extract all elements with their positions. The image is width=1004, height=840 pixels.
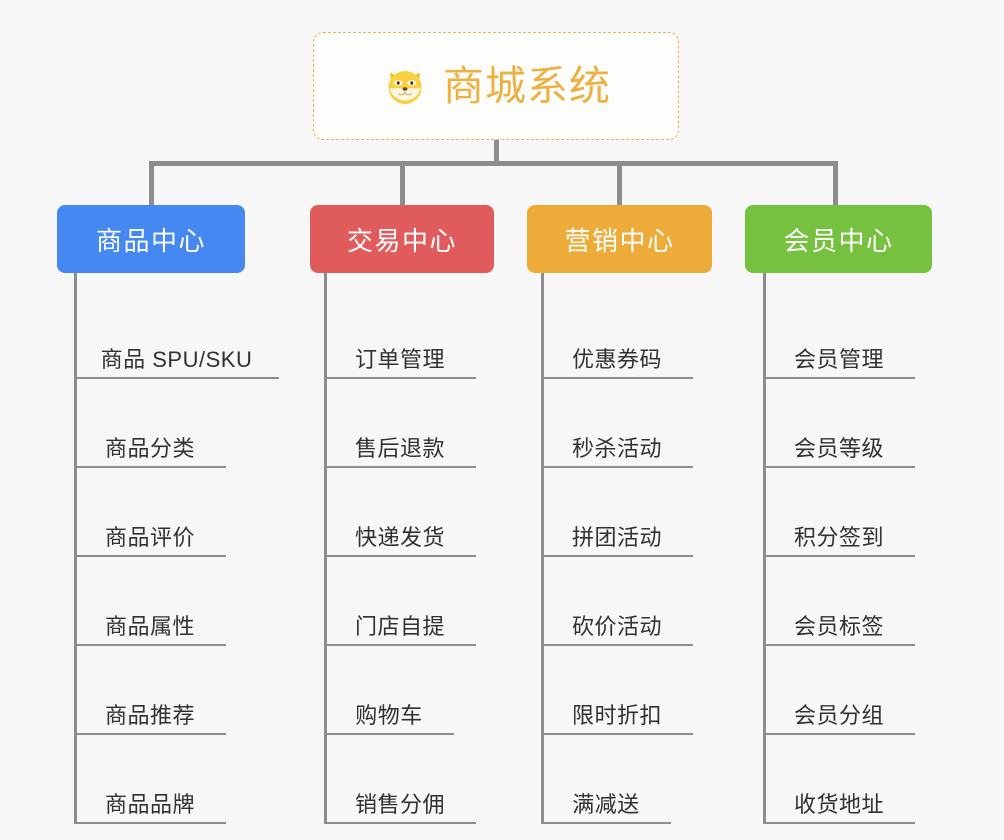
leaf-item[interactable]: 售后退款 bbox=[324, 420, 476, 468]
leaf-item-label: 购物车 bbox=[355, 703, 423, 728]
root-title: 商城系统 bbox=[443, 62, 611, 109]
leaf-item-label: 限时折扣 bbox=[571, 703, 662, 728]
leaf-item[interactable]: 商品 SPU/SKU bbox=[74, 331, 279, 379]
leaf-item[interactable]: 订单管理 bbox=[324, 331, 476, 379]
leaf-item-label: 快递发货 bbox=[354, 525, 445, 550]
branch-trunk-line-4 bbox=[763, 273, 766, 824]
leaf-item-label: 积分签到 bbox=[793, 525, 884, 550]
leaf-item-label: 拼团活动 bbox=[571, 525, 662, 550]
leaf-item-label: 秒杀活动 bbox=[571, 436, 662, 461]
leaf-item-label: 商品评价 bbox=[104, 525, 195, 550]
leaf-item[interactable]: 收货地址 bbox=[763, 776, 915, 824]
branch-trunk-line-2 bbox=[324, 273, 327, 824]
leaf-item-label: 满减送 bbox=[572, 792, 640, 817]
root-node[interactable]: 商城系统 bbox=[313, 32, 679, 140]
leaf-item-label: 商品属性 bbox=[104, 614, 195, 639]
leaf-item[interactable]: 购物车 bbox=[324, 687, 454, 735]
leaf-item[interactable]: 积分签到 bbox=[763, 509, 915, 557]
category-header-1[interactable]: 商品中心 bbox=[57, 205, 245, 273]
leaf-item-label: 优惠券码 bbox=[571, 347, 662, 372]
leaf-item[interactable]: 满减送 bbox=[541, 776, 671, 824]
branch-drop-line-4 bbox=[833, 161, 838, 207]
leaf-item-label: 订单管理 bbox=[354, 347, 445, 372]
root-stem-line bbox=[494, 140, 499, 164]
branch-drop-line-3 bbox=[617, 161, 622, 207]
branch-drop-line-2 bbox=[400, 161, 405, 207]
leaf-item[interactable]: 砍价活动 bbox=[541, 598, 693, 646]
leaf-item-label: 商品品牌 bbox=[104, 792, 195, 817]
leaf-item-label: 门店自提 bbox=[354, 614, 445, 639]
branch-drop-line-1 bbox=[149, 161, 154, 207]
branch-trunk-line-3 bbox=[541, 273, 544, 824]
leaf-item[interactable]: 销售分佣 bbox=[324, 776, 476, 824]
leaf-item[interactable]: 限时折扣 bbox=[541, 687, 693, 735]
branch-bus-line bbox=[149, 161, 838, 166]
leaf-item[interactable]: 会员分组 bbox=[763, 687, 915, 735]
category-header-2[interactable]: 交易中心 bbox=[310, 205, 494, 273]
leaf-item-label: 商品分类 bbox=[104, 436, 195, 461]
leaf-item[interactable]: 商品分类 bbox=[74, 420, 226, 468]
leaf-item[interactable]: 快递发货 bbox=[324, 509, 476, 557]
branch-trunk-line-1 bbox=[74, 273, 77, 824]
leaf-item[interactable]: 商品推荐 bbox=[74, 687, 226, 735]
leaf-item-label: 收货地址 bbox=[793, 792, 884, 817]
leaf-item-label: 会员分组 bbox=[793, 703, 884, 728]
leaf-item[interactable]: 会员等级 bbox=[763, 420, 915, 468]
category-header-3[interactable]: 营销中心 bbox=[527, 205, 712, 273]
leaf-item[interactable]: 会员标签 bbox=[763, 598, 915, 646]
leaf-item-label: 商品 SPU/SKU bbox=[100, 347, 253, 372]
leaf-item[interactable]: 商品评价 bbox=[74, 509, 226, 557]
category-header-label: 营销中心 bbox=[564, 225, 675, 256]
category-header-label: 会员中心 bbox=[783, 225, 894, 256]
leaf-item[interactable]: 商品品牌 bbox=[74, 776, 226, 824]
leaf-item-label: 会员管理 bbox=[793, 347, 884, 372]
leaf-item[interactable]: 拼团活动 bbox=[541, 509, 693, 557]
leaf-item-label: 会员等级 bbox=[793, 436, 884, 461]
category-header-label: 商品中心 bbox=[95, 225, 206, 256]
leaf-item[interactable]: 秒杀活动 bbox=[541, 420, 693, 468]
leaf-item[interactable]: 会员管理 bbox=[763, 331, 915, 379]
shiba-dog-face-icon bbox=[381, 62, 429, 110]
leaf-item-label: 售后退款 bbox=[354, 436, 445, 461]
category-header-label: 交易中心 bbox=[346, 225, 457, 256]
leaf-item[interactable]: 门店自提 bbox=[324, 598, 476, 646]
leaf-item[interactable]: 优惠券码 bbox=[541, 331, 693, 379]
leaf-item-label: 砍价活动 bbox=[571, 614, 662, 639]
leaf-item[interactable]: 商品属性 bbox=[74, 598, 226, 646]
leaf-item-label: 销售分佣 bbox=[354, 792, 445, 817]
leaf-item-label: 商品推荐 bbox=[104, 703, 195, 728]
category-header-4[interactable]: 会员中心 bbox=[745, 205, 932, 273]
leaf-item-label: 会员标签 bbox=[793, 614, 884, 639]
